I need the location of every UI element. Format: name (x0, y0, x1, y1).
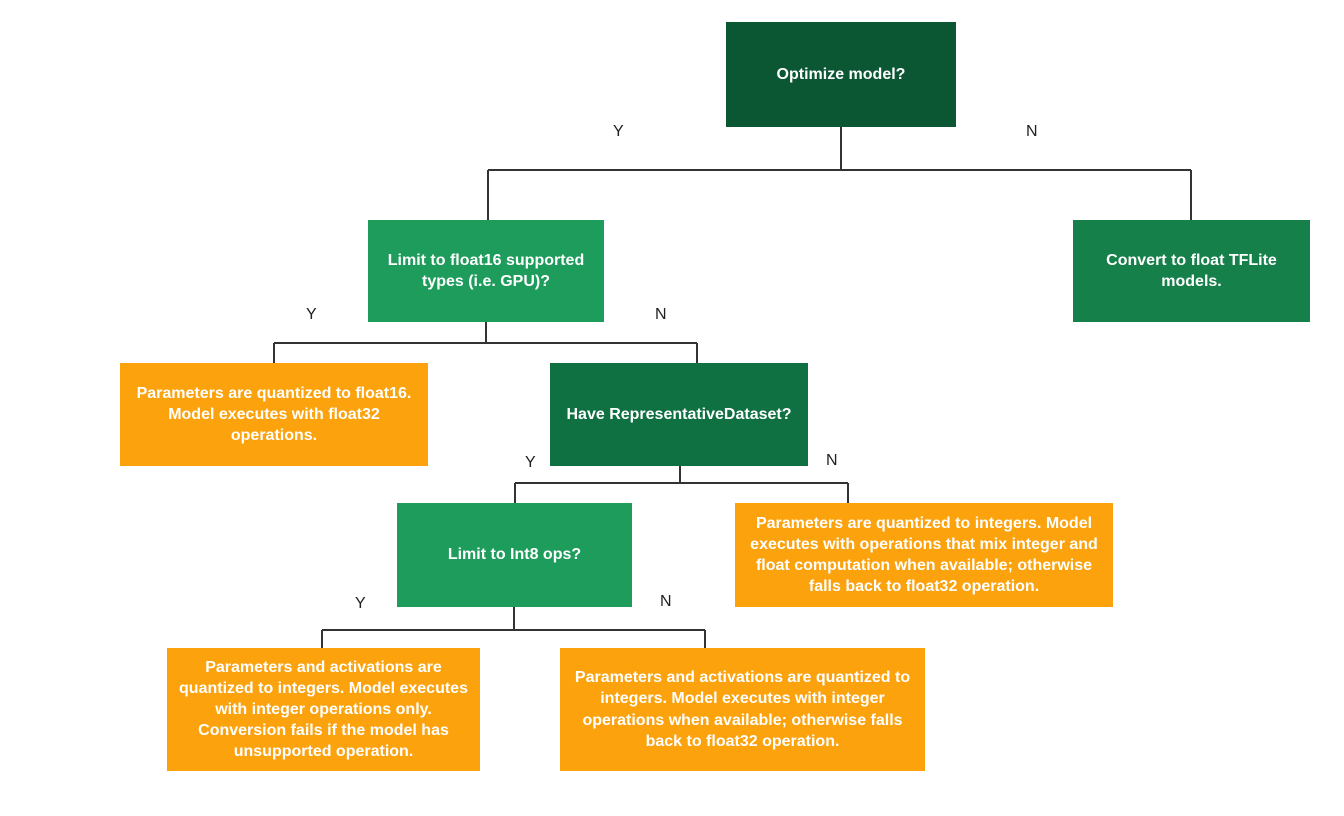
connector-int8-split (321, 607, 706, 648)
branch-label-repdataset-yes: Y (525, 454, 536, 471)
node-float16-result: Parameters are quantized to float16. Mod… (120, 363, 428, 466)
node-mixed-int-float-result: Parameters are quantized to integers. Mo… (735, 503, 1113, 607)
node-optimize-model-label: Optimize model? (776, 65, 906, 83)
branch-label-int8-no: N (660, 593, 672, 610)
node-int8-only-result-label: Parameters and activations are quantized… (179, 658, 468, 761)
branch-label-float16-no: N (655, 306, 667, 323)
connector-optimize-split (487, 127, 1192, 220)
node-limit-int8-question: Limit to Int8 ops? (397, 503, 632, 607)
branch-label-optimize-yes: Y (613, 123, 624, 140)
node-limit-int8-question-label: Limit to Int8 ops? (447, 546, 582, 564)
node-int8-fallback-result-label: Parameters and activations are quantized… (574, 669, 911, 750)
node-representative-dataset-question: Have RepresentativeDataset? (550, 363, 808, 466)
node-mixed-int-float-result-label: Parameters are quantized to integers. Mo… (750, 514, 1098, 596)
branch-label-float16-yes: Y (306, 306, 317, 323)
branch-label-int8-yes: Y (355, 595, 366, 612)
node-representative-dataset-question-label: Have RepresentativeDataset? (566, 405, 792, 423)
node-convert-float-tflite-label: Convert to float TFLite models. (1106, 251, 1277, 290)
node-optimize-model: Optimize model? (726, 22, 956, 127)
node-float16-result-label: Parameters are quantized to float16. Mod… (136, 384, 412, 445)
branch-label-optimize-no: N (1026, 123, 1038, 140)
node-limit-float16-question: Limit to float16 supported types (i.e. G… (368, 220, 604, 322)
node-int8-only-result: Parameters and activations are quantized… (167, 648, 480, 771)
connector-float16-split (273, 322, 698, 363)
branch-label-repdataset-no: N (826, 452, 838, 469)
node-limit-float16-question-label: Limit to float16 supported types (i.e. G… (387, 251, 585, 290)
node-convert-float-tflite: Convert to float TFLite models. (1073, 220, 1310, 322)
connector-repdataset-split (514, 466, 849, 503)
node-int8-fallback-result: Parameters and activations are quantized… (560, 648, 925, 771)
